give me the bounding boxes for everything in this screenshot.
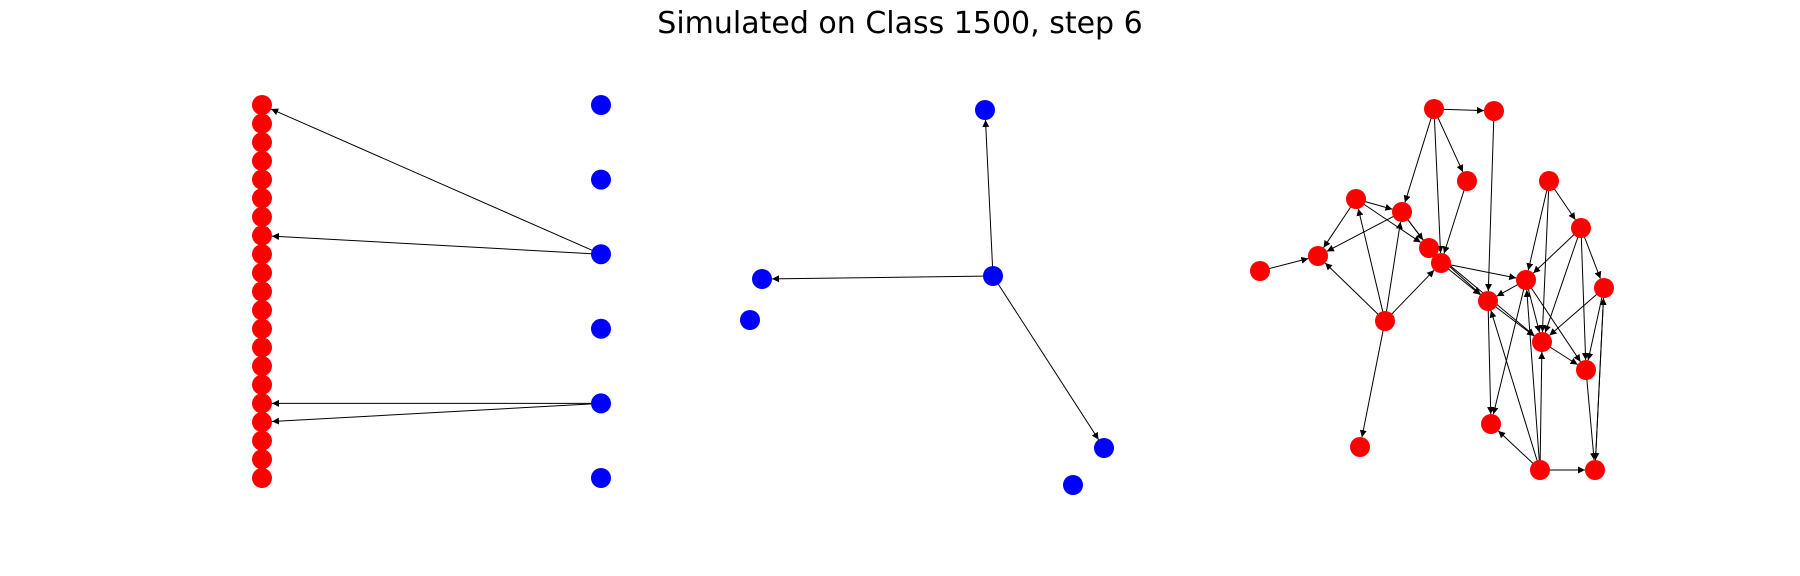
bipartite-left-node: [252, 132, 272, 153]
bipartite-left-node: [252, 412, 272, 433]
cluster-edge: [1326, 211, 1403, 252]
bipartite-left-node: [252, 225, 272, 246]
cluster-edge: [1549, 287, 1605, 336]
cluster-node: [1571, 218, 1591, 238]
cluster-node: [1346, 189, 1366, 209]
bipartite-left-node: [252, 468, 272, 488]
bipartite-left-node: [252, 188, 272, 209]
edges-layer: [270, 106, 1607, 474]
cluster-node: [1478, 291, 1498, 311]
cluster-edge: [1355, 198, 1421, 243]
bipartite-left-node: [252, 449, 272, 470]
star-edge: [992, 275, 1099, 440]
bipartite-left-node: [252, 244, 272, 265]
cluster-edge: [1585, 369, 1597, 461]
cluster-edge: [1356, 208, 1386, 322]
star-node: [1063, 475, 1083, 495]
cluster-edge: [1580, 227, 1589, 361]
bipartite-left-node: [252, 281, 272, 302]
bipartite-left-node: [252, 206, 272, 227]
bipartite-right-node: [591, 244, 611, 265]
cluster-edge: [1523, 289, 1541, 471]
cluster-edge: [1586, 287, 1605, 361]
cluster-edge: [1440, 262, 1517, 281]
cluster-node: [1530, 460, 1550, 480]
star-node: [1094, 438, 1114, 458]
cluster-node: [1308, 246, 1328, 266]
bipartite-left-node: [252, 430, 272, 451]
bipartite-left-node: [252, 318, 272, 339]
cluster-node: [1594, 278, 1614, 298]
cluster-edge: [1526, 180, 1550, 271]
figure-title: Simulated on Class 1500, step 6: [657, 6, 1143, 41]
cluster-node: [1539, 171, 1559, 191]
bipartite-left-node: [252, 169, 272, 190]
cluster-edge: [1594, 297, 1607, 471]
cluster-edge: [1384, 269, 1435, 322]
cluster-edge: [1433, 108, 1444, 254]
cluster-node: [1532, 332, 1552, 352]
cluster-node: [1585, 460, 1605, 480]
bipartite-right-node: [591, 95, 611, 115]
cluster-node: [1392, 202, 1412, 222]
cluster-edge: [1324, 262, 1386, 322]
bipartite-right-node: [591, 393, 611, 414]
cluster-node: [1457, 171, 1477, 191]
cluster-edge: [1487, 300, 1495, 415]
cluster-edge: [1491, 279, 1527, 415]
bipartite-left-node: [252, 262, 272, 283]
bipartite-right-node: [591, 318, 611, 339]
cluster-edge: [1485, 110, 1495, 292]
cluster-edge: [1442, 180, 1468, 254]
cluster-edge: [1359, 320, 1386, 438]
cluster-node: [1375, 311, 1395, 331]
cluster-edge: [1384, 221, 1403, 322]
bipartite-left-node: [252, 337, 272, 358]
star-edge: [771, 275, 994, 283]
star-node: [975, 100, 995, 120]
star-node: [983, 266, 1003, 286]
bipartite-left-node: [252, 113, 272, 134]
bipartite-left-node: [252, 393, 272, 414]
star-node: [740, 310, 760, 330]
cluster-edge: [1532, 227, 1582, 274]
bipartite-left-node: [252, 150, 272, 171]
bipartite-right-node: [591, 169, 611, 190]
star-node: [752, 269, 772, 289]
bipartite-left-node: [252, 95, 272, 115]
star-edge: [982, 119, 994, 277]
cluster-node: [1516, 270, 1536, 290]
bipartite-right-node: [591, 468, 611, 488]
cluster-edge: [1525, 279, 1581, 362]
cluster-edge: [1544, 227, 1582, 333]
cluster-node: [1350, 437, 1370, 457]
bipartite-edge: [270, 108, 602, 255]
cluster-node: [1419, 238, 1439, 258]
cluster-node: [1484, 101, 1504, 121]
cluster-edge: [1538, 351, 1546, 471]
cluster-edge: [1489, 310, 1541, 471]
cluster-node: [1431, 253, 1451, 273]
cluster-node: [1250, 261, 1270, 281]
bipartite-left-node: [252, 356, 272, 377]
bipartite-left-node: [252, 374, 272, 395]
bipartite-edge: [271, 232, 602, 255]
bipartite-edge: [271, 402, 602, 425]
cluster-node: [1576, 360, 1596, 380]
cluster-edge: [1433, 108, 1464, 173]
cluster-node: [1424, 99, 1444, 119]
cluster-edge: [1403, 108, 1435, 203]
cluster-node: [1481, 414, 1501, 434]
bipartite-left-node: [252, 300, 272, 321]
nodes-layer: [252, 95, 1614, 495]
